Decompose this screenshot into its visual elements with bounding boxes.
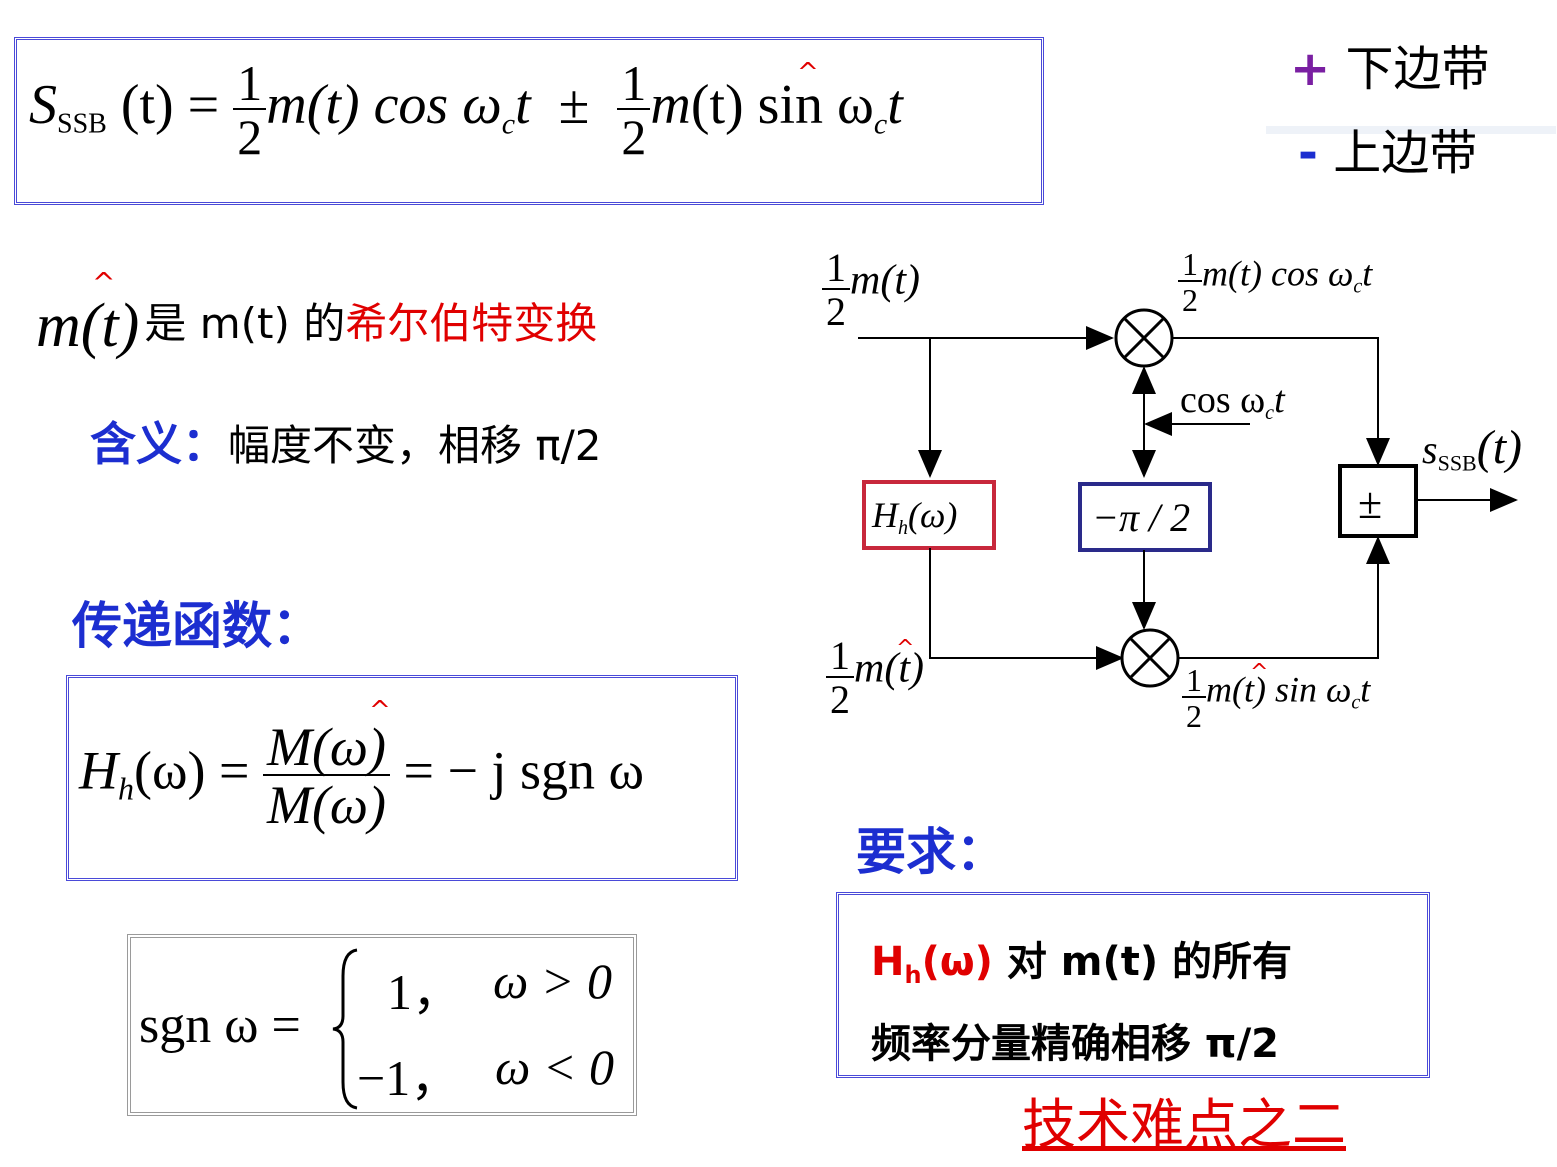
transfer-label: 传递函数： <box>72 597 322 655</box>
label-bottom-output: 1 2 m(t) sin ωct <box>1182 664 1370 732</box>
requirement-line-1: Hh(ω) 对 m(t) 的所有 <box>871 939 1293 989</box>
meaning-line: 含义：幅度不变，相移 π/2 <box>90 417 602 471</box>
sgn-formula-box: sgn ω = 1， ω > 0 −1， ω < 0 <box>127 934 637 1116</box>
label-hh-block: Hh(ω) <box>872 495 958 539</box>
hat-mark: ^ <box>797 58 819 88</box>
label-carrier: cos ωct <box>1180 379 1285 424</box>
multiplier-bottom-x2 <box>1128 636 1172 680</box>
transfer-formula-box: Hh(ω) = M(ω) M(ω) = − j sgn ω ^ <box>66 675 738 881</box>
footer-link[interactable]: 技术难点之二 <box>1022 1093 1346 1156</box>
sgn-case-2: −1， <box>357 1050 461 1106</box>
sgn-cond-1: ω > 0 <box>493 953 613 1009</box>
ssb-formula-box: SSSB (t) = 1 2 m(t) cos ωct ± 1 2 m(t) s… <box>14 37 1044 205</box>
label-top-output-frac: 1 2 <box>1178 248 1202 316</box>
ssb-formula: SSSB (t) = 1 2 m(t) cos ωct ± 1 2 m(t) s… <box>29 55 903 165</box>
requirement-box: Hh(ω) 对 m(t) 的所有 频率分量精确相移 π/2 <box>836 892 1430 1078</box>
sgn-cond-2: ω < 0 <box>495 1039 615 1095</box>
phase-shift-block <box>1078 482 1212 552</box>
label-output: sSSB(t) <box>1422 421 1523 476</box>
legend-upper: - 上边带 <box>1298 125 1478 181</box>
wire-bottom-out <box>1178 536 1390 659</box>
ssb-block-diagram <box>858 308 1518 688</box>
label-phase-block: −π / 2 <box>1092 495 1191 540</box>
wire-hh-out <box>929 548 1124 670</box>
sgn-case-1: 1， <box>387 964 462 1020</box>
label-bottom-input-frac: 1 2 <box>826 636 854 720</box>
label-bottom-input: 1 2 m(t) <box>826 636 924 720</box>
label-bottom-output-frac: 1 2 <box>1182 664 1206 732</box>
sgn-lhs: sgn ω = <box>139 997 301 1054</box>
hat-mark: ^ <box>369 696 391 726</box>
transfer-formula: Hh(ω) = M(ω) M(ω) = − j sgn ω <box>79 717 645 835</box>
requirement-line-2: 频率分量精确相移 π/2 <box>871 1021 1280 1067</box>
divider <box>1266 126 1556 134</box>
sgn-brace <box>332 948 358 1110</box>
hat-mark: ^ <box>1250 660 1269 685</box>
legend-lower: + 下边带 <box>1290 41 1490 97</box>
multiplier-top-x2 <box>1122 316 1166 360</box>
hat-mark: ^ <box>896 636 915 661</box>
label-top-input-frac: 1 2 <box>822 248 850 332</box>
hilbert-definition: m(t) 是 m(t) 的希尔伯特变换 <box>36 292 598 360</box>
requirement-label: 要求： <box>856 823 1006 881</box>
half-fraction-2: 1 2 <box>617 58 651 162</box>
transfer-fraction: M(ω) M(ω) <box>262 720 391 832</box>
label-sum-block: ± <box>1358 479 1383 528</box>
wire-top-out <box>1172 337 1390 466</box>
label-top-input: 1 2 m(t) <box>822 248 920 332</box>
sideband-legend: + 下边带 - 上边带 <box>1266 40 1556 190</box>
half-fraction: 1 2 <box>233 58 267 162</box>
label-top-output: 1 2 m(t) cos ωct <box>1178 248 1372 316</box>
hat-mark: ^ <box>92 266 116 299</box>
